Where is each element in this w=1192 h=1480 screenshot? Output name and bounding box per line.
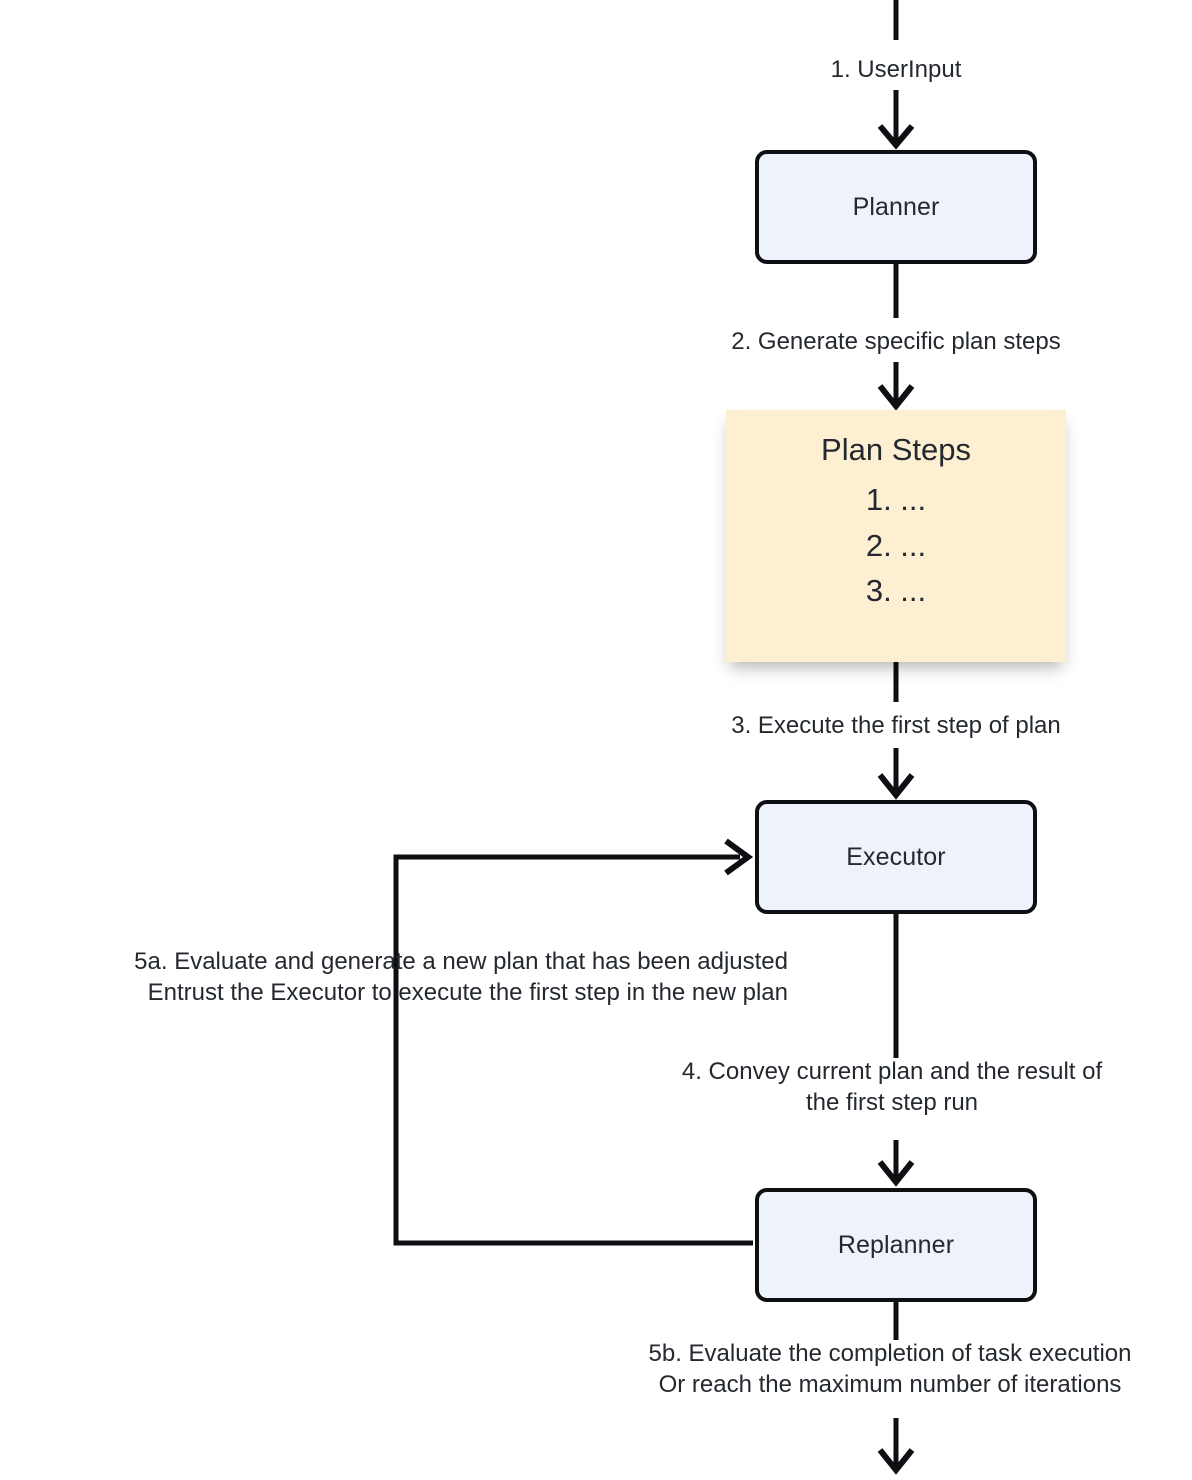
arrowhead-into-executor-top bbox=[877, 773, 915, 800]
arrowhead-into-planner bbox=[877, 124, 915, 150]
node-plan-steps-title: Plan Steps bbox=[821, 432, 971, 467]
node-executor-label: Executor bbox=[846, 842, 946, 871]
edge-label-evaluate-line-2: Or reach the maximum number of iteration… bbox=[658, 1371, 1122, 1399]
node-planner[interactable]: Planner bbox=[755, 150, 1037, 264]
edge-replanner-loopback bbox=[393, 854, 753, 1246]
edge-label-execute-first-step: 3. Execute the first step of plan bbox=[731, 712, 1061, 739]
edge-label-generate-plan-steps: 2. Generate specific plan steps bbox=[731, 328, 1061, 355]
edge-label-replan-loopback: 5a. Evaluate and generate a new plan tha… bbox=[4, 946, 788, 1008]
edge-label-convey-line-2: the first step run bbox=[805, 1089, 979, 1117]
edge-label-user-input: 1. UserInput bbox=[830, 56, 962, 83]
node-executor[interactable]: Executor bbox=[755, 800, 1037, 914]
edge-label-convey-plan-result: 4. Convey current plan and the result of… bbox=[592, 1056, 1192, 1118]
edge-label-evaluate-completion: 5b. Evaluate the completion of task exec… bbox=[588, 1338, 1192, 1400]
node-plan-steps-item-1: 1. ... bbox=[865, 481, 927, 517]
arrowhead-into-replanner bbox=[877, 1160, 915, 1187]
node-plan-steps-item-3: 3. ... bbox=[865, 573, 927, 609]
arrowhead-into-plansteps bbox=[877, 384, 915, 411]
node-replanner-label: Replanner bbox=[837, 1230, 955, 1259]
edge-label-convey-line-1: 4. Convey current plan and the result of bbox=[681, 1058, 1103, 1085]
node-replanner[interactable]: Replanner bbox=[755, 1188, 1037, 1302]
node-plan-steps-item-2: 2. ... bbox=[865, 527, 927, 563]
edge-label-replan-line-2: Entrust the Executor to execute the firs… bbox=[147, 979, 788, 1007]
arrowhead-into-executor-left bbox=[724, 838, 754, 876]
node-planner-label: Planner bbox=[852, 192, 940, 221]
edge-label-replan-line-1: 5a. Evaluate and generate a new plan tha… bbox=[134, 948, 788, 975]
node-plan-steps[interactable]: Plan Steps 1. ... 2. ... 3. ... bbox=[726, 410, 1066, 662]
arrowhead-end bbox=[877, 1448, 915, 1475]
edge-label-evaluate-line-1: 5b. Evaluate the completion of task exec… bbox=[648, 1340, 1132, 1367]
